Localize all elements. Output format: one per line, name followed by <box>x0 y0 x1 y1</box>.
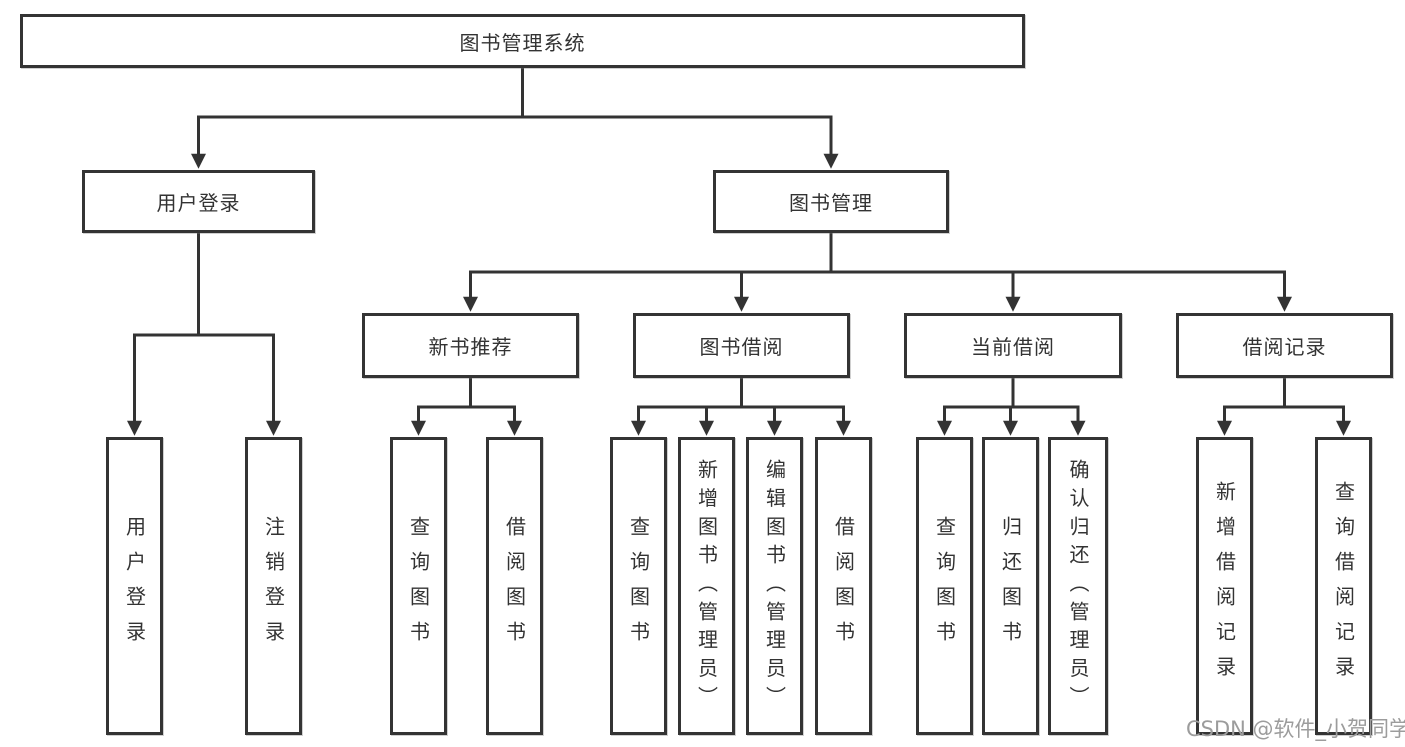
leaf-edit-books-admin: 编辑图书（管理员） <box>746 437 803 735</box>
connector-arrows <box>127 117 1351 436</box>
root-node-library-system: 图书管理系统 <box>20 14 1025 68</box>
leaf-borrow-books-recommend: 借阅图书 <box>486 437 543 735</box>
leaf-confirm-return-admin: 确认归还（管理员） <box>1048 437 1108 735</box>
node-current-borrowing: 当前借阅 <box>904 313 1122 378</box>
leaf-borrow-books: 借阅图书 <box>815 437 872 735</box>
leaf-user-login: 用户登录 <box>106 437 163 735</box>
watermark: CSDN @软件_小贺同学 <box>1186 717 1405 741</box>
leaf-add-books-admin: 新增图书（管理员） <box>678 437 735 735</box>
leaf-query-books-recommend: 查询图书 <box>390 437 447 735</box>
connector-rails <box>133 68 1345 409</box>
leaf-query-books-current: 查询图书 <box>916 437 973 735</box>
leaf-logout: 注销登录 <box>245 437 302 735</box>
node-new-book-recommendation: 新书推荐 <box>362 313 579 378</box>
node-user-login: 用户登录 <box>82 170 315 233</box>
leaf-query-borrow-record: 查询借阅记录 <box>1315 437 1372 735</box>
leaf-query-books-borrowing: 查询图书 <box>610 437 667 735</box>
node-borrowing-records: 借阅记录 <box>1176 313 1393 378</box>
leaf-add-borrow-record: 新增借阅记录 <box>1196 437 1253 735</box>
leaf-return-books: 归还图书 <box>982 437 1039 735</box>
node-book-management: 图书管理 <box>713 170 949 233</box>
node-book-borrowing: 图书借阅 <box>633 313 850 378</box>
